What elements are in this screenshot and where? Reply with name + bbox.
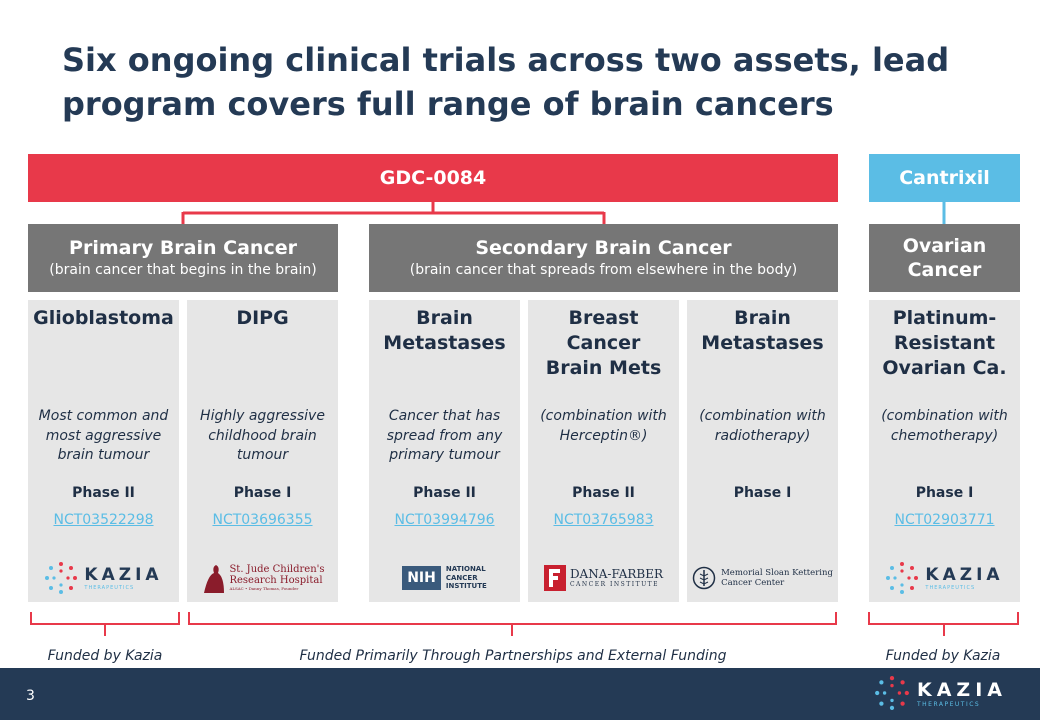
phase-label: Phase II [413, 485, 476, 501]
trial-column-glioblastoma: Glioblastoma Most common and most aggres… [28, 300, 179, 602]
dana-farber-logo: DANA-FARBER CANCER INSTITUTE [528, 558, 679, 598]
page-number: 3 [26, 688, 35, 704]
asset-gdc-0084-bar: GDC-0084 [28, 154, 838, 202]
trial-column-platinum-resistant-ovarian: Platinum- Resistant Ovarian Ca. (combina… [869, 300, 1020, 602]
kazia-dots-icon [875, 676, 909, 710]
category-primary-brain-cancer: Primary Brain Cancer (brain cancer that … [28, 224, 338, 292]
dana-farber-mark-icon [543, 565, 566, 591]
phase-label: Phase I [733, 485, 792, 501]
st-jude-figure-icon [204, 565, 225, 593]
slide-title: Six ongoing clinical trials across two a… [62, 41, 950, 123]
trial-column-brain-metastases-radiotherapy: Brain Metastases (combination with radio… [687, 300, 838, 602]
funding-label-middle: Funded Primarily Through Partnerships an… [299, 648, 727, 664]
trial-column-brain-metastases: Brain Metastases Cancer that has spread … [369, 300, 520, 602]
phase-label: Phase I [915, 485, 974, 501]
nct-link[interactable]: NCT03765983 [553, 512, 654, 528]
st-jude-logo: St. Jude Children's Research Hospital AL… [187, 558, 338, 598]
msk-emblem-icon [692, 566, 716, 590]
nci-logo: NIH NATIONAL CANCER INSTITUTE [369, 558, 520, 598]
nct-link[interactable]: NCT02903771 [894, 512, 995, 528]
asset-cantrixil-bar: Cantrixil [869, 154, 1020, 202]
phase-label: Phase II [72, 485, 135, 501]
category-secondary-brain-cancer: Secondary Brain Cancer (brain cancer tha… [369, 224, 838, 292]
phase-label: Phase I [233, 485, 292, 501]
trial-column-dipg: DIPG Highly aggressive childhood brain t… [187, 300, 338, 602]
kazia-dots-icon [45, 562, 78, 594]
phase-label: Phase II [572, 485, 635, 501]
footer-kazia-logo: KAZIA THERAPEUTICS [874, 675, 1007, 711]
nct-link[interactable]: NCT03522298 [53, 512, 154, 528]
kazia-logo: KAZIA THERAPEUTICS [28, 558, 179, 598]
funding-label-right: Funded by Kazia [885, 648, 1001, 664]
kazia-dots-icon [886, 562, 919, 594]
category-ovarian-cancer: Ovarian Cancer [869, 224, 1020, 292]
nct-link[interactable]: NCT03696355 [212, 512, 313, 528]
trial-column-breast-cancer-brain-mets: Breast Cancer Brain Mets (combination wi… [528, 300, 679, 602]
msk-logo: Memorial Sloan Kettering Cancer Center [687, 558, 838, 598]
nct-link[interactable]: NCT03994796 [394, 512, 495, 528]
funding-label-left: Funded by Kazia [47, 648, 163, 664]
kazia-logo: KAZIA THERAPEUTICS [869, 558, 1020, 598]
footer-bar [0, 668, 1040, 720]
